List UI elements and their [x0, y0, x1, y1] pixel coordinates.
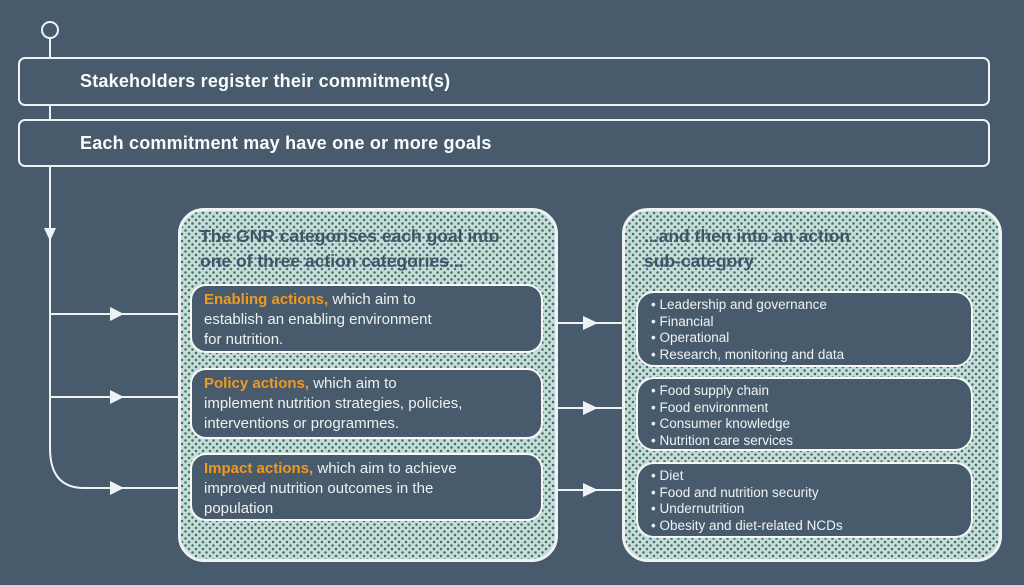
category-lead-label: Policy actions,: [204, 375, 310, 392]
subcategory-box-policy: Food supply chain Food environment Consu…: [636, 377, 973, 451]
subcategory-item: Research, monitoring and data: [651, 347, 963, 364]
panel-title-line: The GNR categorises each goal into: [200, 226, 500, 246]
category-text-line: for nutrition.: [204, 331, 284, 348]
subcategory-item: Operational: [651, 330, 963, 347]
panel-title-line: sub-category: [644, 251, 754, 271]
step-label: Each commitment may have one or more goa…: [80, 132, 492, 153]
subcategory-box-impact: Diet Food and nutrition security Undernu…: [636, 462, 973, 538]
subcategory-item: Leadership and governance: [651, 297, 963, 314]
subcategory-box-enabling: Leadership and governance Financial Oper…: [636, 291, 973, 367]
category-text: which aim to achieve: [313, 460, 457, 477]
flow-start-node: [41, 21, 59, 39]
arrow-right-icon: [583, 483, 598, 497]
category-box-impact-actions: Impact actions, which aim to achieve imp…: [190, 453, 543, 521]
category-text-line: population: [204, 500, 274, 517]
category-lead-label: Impact actions,: [204, 460, 314, 477]
sub-categories-panel: ...and then into an action sub-category …: [622, 208, 1002, 562]
category-text-line: Enabling actions, which aim to: [204, 290, 533, 310]
action-categories-panel-title: The GNR categorises each goal into one o…: [200, 224, 500, 274]
subcategory-item: Food and nutrition security: [651, 485, 963, 502]
panel-title-line: one of three action categories...: [200, 251, 464, 271]
category-text-line: establish an enabling environment: [204, 311, 432, 328]
category-box-policy-actions: Policy actions, which aim to implement n…: [190, 368, 543, 439]
arrow-right-icon: [583, 401, 598, 415]
step-box-commitment-goals: Each commitment may have one or more goa…: [18, 119, 990, 167]
category-text: which aim to: [309, 375, 397, 392]
step-box-register-commitments: Stakeholders register their commitment(s…: [18, 57, 990, 106]
arrow-right-icon: [583, 316, 598, 330]
main-flow-line: [49, 38, 178, 489]
arrow-right-icon: [110, 307, 124, 321]
subcategory-item: Financial: [651, 314, 963, 331]
sub-categories-panel-title: ...and then into an action sub-category: [644, 224, 850, 274]
step-label: Stakeholders register their commitment(s…: [80, 71, 451, 91]
subcategory-item: Consumer knowledge: [651, 416, 963, 433]
arrow-right-icon: [110, 390, 124, 404]
category-text-line: interventions or programmes.: [204, 415, 400, 432]
subcategory-item: Food supply chain: [651, 383, 963, 400]
category-text-line: implement nutrition strategies, policies…: [204, 395, 463, 412]
subcategory-item: Food environment: [651, 400, 963, 417]
arrow-right-icon: [110, 481, 124, 495]
subcategory-item: Obesity and diet-related NCDs: [651, 518, 963, 535]
category-text-line: Impact actions, which aim to achieve: [204, 459, 533, 479]
category-text-line: Policy actions, which aim to: [204, 374, 533, 394]
action-categories-panel: The GNR categorises each goal into one o…: [178, 208, 558, 562]
subcategory-item: Nutrition care services: [651, 433, 963, 450]
category-text-line: improved nutrition outcomes in the: [204, 480, 434, 497]
category-lead-label: Enabling actions,: [204, 291, 329, 308]
subcategory-item: Diet: [651, 468, 963, 485]
arrow-down-icon: [44, 228, 56, 241]
subcategory-item: Undernutrition: [651, 501, 963, 518]
panel-title-line: ...and then into an action: [644, 226, 851, 246]
category-text: which aim to: [328, 291, 416, 308]
category-box-enabling-actions: Enabling actions, which aim to establish…: [190, 284, 543, 353]
